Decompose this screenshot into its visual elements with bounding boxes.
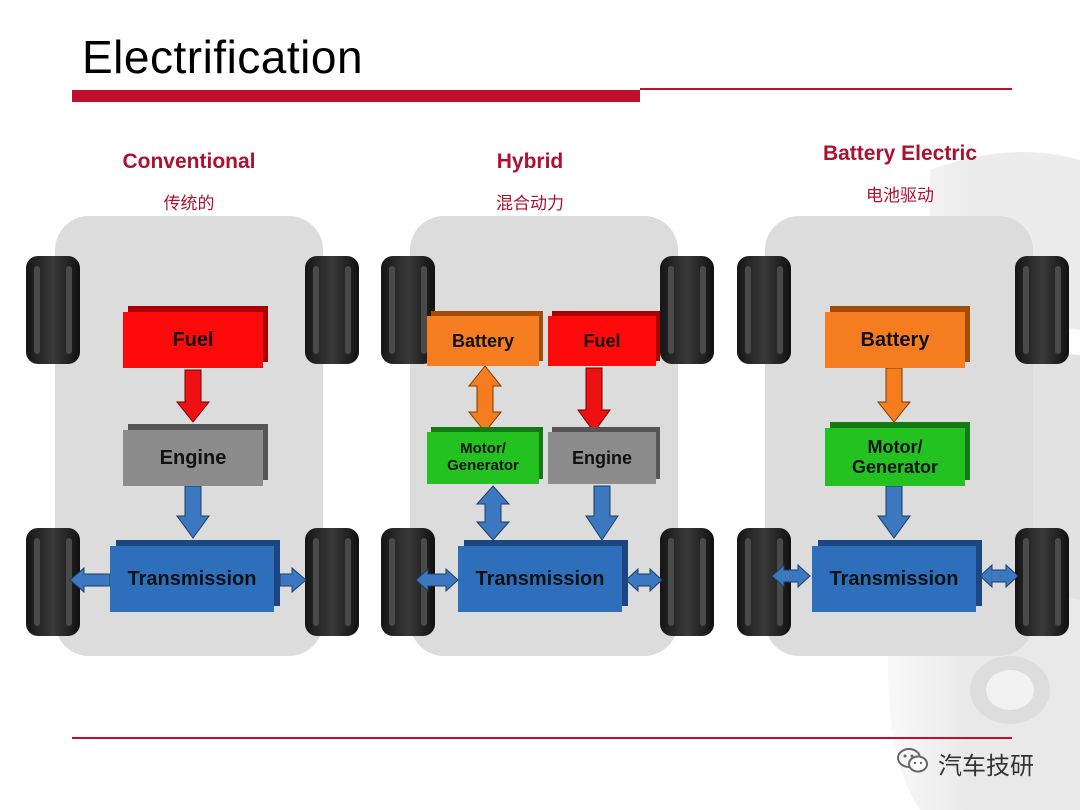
motor-transmission-arrow: [475, 485, 511, 541]
battery-electric-subtitle: 电池驱动: [866, 186, 934, 205]
transmission-block: Transmission: [110, 546, 274, 612]
conventional-title: Conventional: [122, 150, 256, 173]
motor-generator-block: Motor/ Generator: [427, 432, 539, 484]
footer-rule: [72, 737, 1012, 739]
drive-left-arrow: [69, 566, 111, 594]
transmission-block: Transmission: [812, 546, 976, 612]
wheel-icon: [660, 256, 714, 364]
slide-title: Electrification: [82, 31, 364, 83]
title-underline-thin: [640, 88, 1012, 90]
motor-to-transmission-arrow: [877, 485, 911, 539]
wechat-icon: [897, 748, 928, 773]
motor-generator-block: Motor/ Generator: [825, 428, 965, 486]
fuel-block: Fuel: [123, 312, 263, 368]
engine-block: Engine: [548, 432, 656, 484]
hybrid-title: Hybrid: [496, 150, 564, 173]
battery-electric-title: Battery Electric: [822, 142, 978, 165]
battery-block: Battery: [427, 316, 539, 366]
drive-right-arrow: [279, 566, 307, 594]
fuel-to-engine-arrow: [577, 367, 611, 433]
fuel-block: Fuel: [548, 316, 656, 366]
drive-right-arrow: [979, 563, 1019, 589]
drive-left-arrow: [771, 563, 811, 589]
battery-block: Battery: [825, 312, 965, 368]
battery-to-motor-arrow: [876, 367, 912, 423]
fuel-to-engine-arrow: [175, 369, 211, 423]
engine-to-transmission-arrow: [176, 485, 210, 539]
transmission-block: Transmission: [458, 546, 622, 612]
footer-brand: 汽车技研: [938, 752, 1034, 780]
title-underline-thick: [72, 90, 640, 102]
wheel-icon: [1015, 256, 1069, 364]
conventional-subtitle: 传统的: [163, 194, 215, 213]
wheel-icon: [305, 528, 359, 636]
drive-right-arrow: [625, 567, 663, 593]
wheel-icon: [660, 528, 714, 636]
hybrid-subtitle: 混合动力: [496, 194, 564, 213]
wheel-icon: [305, 256, 359, 364]
engine-block: Engine: [123, 430, 263, 486]
engine-to-transmission-arrow: [585, 485, 619, 541]
wheel-icon: [26, 256, 80, 364]
wheel-icon: [1015, 528, 1069, 636]
wheel-icon: [737, 256, 791, 364]
battery-motor-arrow: [467, 365, 503, 433]
